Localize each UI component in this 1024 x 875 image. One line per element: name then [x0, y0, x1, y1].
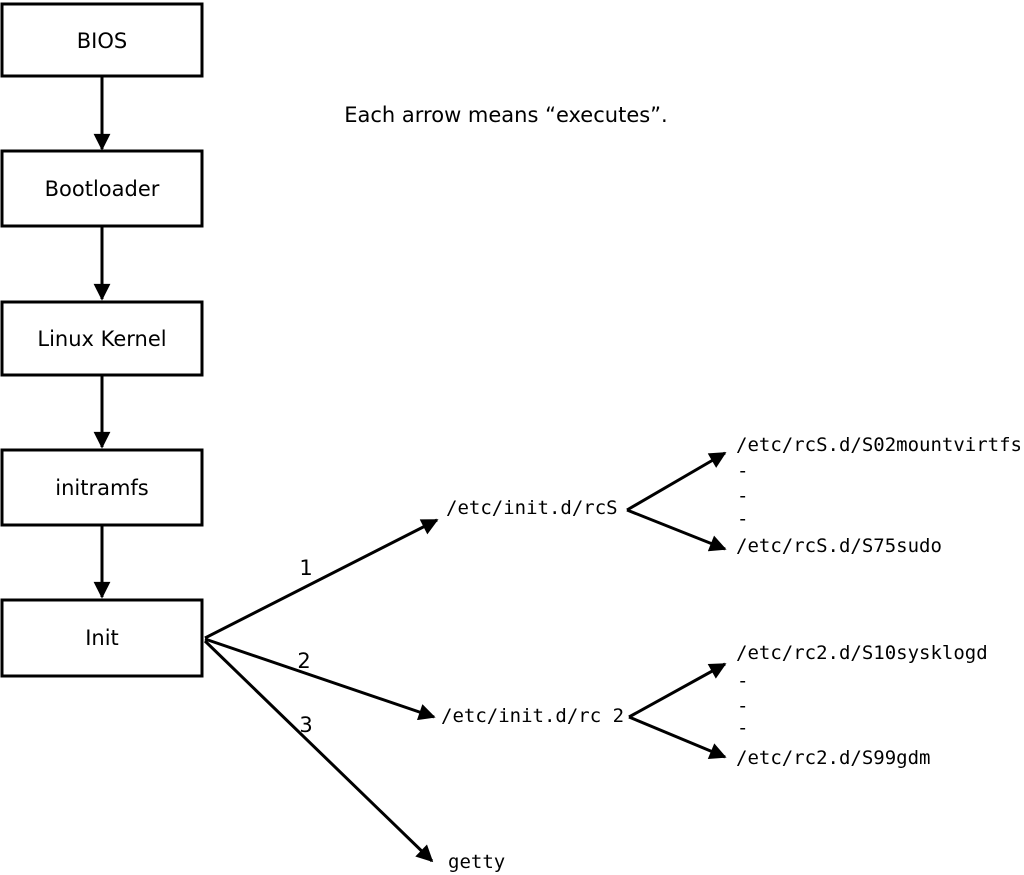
branch-2-number: 2	[297, 649, 310, 673]
fanout-2-lower-arrow	[628, 715, 727, 759]
box-init-label: Init	[85, 626, 119, 650]
fanout-2-ellipsis-dash: -	[737, 717, 748, 739]
note-text: Each arrow means “executes”.	[344, 103, 667, 127]
fanout-2-ellipsis-dash: -	[737, 670, 748, 692]
fanout-2-entry-first: /etc/rc2.d/S10sysklogd	[736, 642, 988, 664]
fanout-1-entry-first: /etc/rcS.d/S02mountvirtfs	[736, 434, 1022, 456]
branch-3-number: 3	[299, 713, 312, 737]
branch-3-target-label: getty	[448, 851, 505, 873]
boot-chain: BIOS Bootloader Linux Kernel initramfs I…	[0, 2, 204, 678]
branch-3: 3 getty	[203, 639, 505, 873]
fanout-1-entry-last: /etc/rcS.d/S75sudo	[736, 535, 942, 557]
fanout-1-lower-arrow	[626, 508, 727, 552]
box-bios-label: BIOS	[77, 29, 127, 53]
branch-2-target-label: /etc/init.d/rc 2	[441, 705, 624, 727]
box-initramfs-label: initramfs	[55, 476, 149, 500]
branch-1: 1 /etc/init.d/rcS /etc/rcS.d/S02mountvir…	[204, 434, 1022, 640]
box-bootloader	[0, 149, 204, 228]
fanout-1-ellipsis-dash: -	[737, 485, 748, 507]
box-linux-kernel-label: Linux Kernel	[37, 327, 166, 351]
branch-3-arrow	[203, 639, 434, 863]
box-linux-kernel	[0, 300, 204, 377]
fanout-2-entry-last: /etc/rc2.d/S99gdm	[736, 747, 930, 769]
fanout-1-upper-arrow	[626, 451, 727, 512]
branch-2: 2 /etc/init.d/rc 2 /etc/rc2.d/S10sysklog…	[204, 637, 988, 769]
branch-1-fanout: /etc/rcS.d/S02mountvirtfs - - - /etc/rcS…	[626, 434, 1022, 557]
fanout-1-ellipsis-dash: -	[737, 460, 748, 482]
fanout-2-ellipsis-dash: -	[737, 695, 748, 717]
branch-1-number: 1	[299, 556, 312, 580]
branch-1-arrow	[204, 518, 439, 640]
box-bootloader-label: Bootloader	[45, 177, 160, 201]
branch-1-target-label: /etc/init.d/rcS	[446, 497, 618, 519]
box-bios	[0, 2, 204, 78]
branch-2-fanout: /etc/rc2.d/S10sysklogd - - - /etc/rc2.d/…	[628, 642, 988, 769]
branch-2-arrow	[204, 637, 436, 721]
fanout-2-upper-arrow	[628, 662, 727, 719]
fanout-1-ellipsis-dash: -	[737, 508, 748, 530]
box-init	[0, 598, 204, 678]
